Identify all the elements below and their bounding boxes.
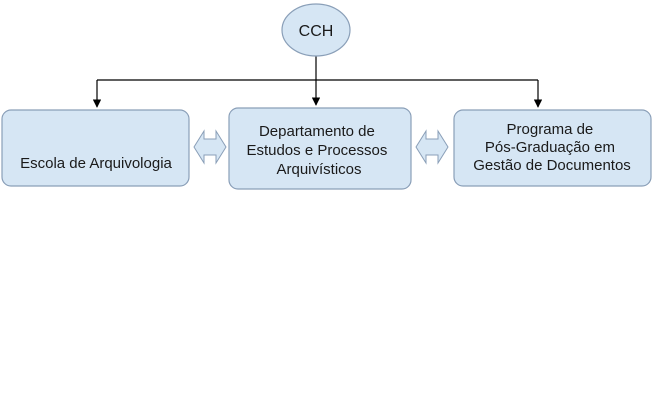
unit-departamento-line: Departamento de (259, 123, 375, 140)
unit-escola: Escola de Arquivologia (1, 109, 190, 187)
double-arrow-right (415, 129, 449, 165)
unit-programa-label: Programa de Pós-Graduação em Gestão de D… (473, 121, 631, 174)
unit-escola-label: Escola de Arquivologia (20, 155, 172, 172)
unit-programa-line: Programa de (507, 121, 594, 138)
unit-departamento-label: Departamento de Estudos e Processos Arqu… (246, 123, 391, 178)
unit-departamento-box (228, 107, 412, 190)
unit-departamento-line: Estudos e Processos (246, 142, 387, 159)
unit-programa-box (453, 109, 652, 187)
unit-escola-line: Escola de Arquivologia (20, 155, 172, 172)
unit-programa: Programa de Pós-Graduação em Gestão de D… (453, 109, 652, 187)
unit-escola-box (1, 109, 190, 187)
root-node-shape (281, 3, 351, 57)
double-arrow-left (193, 129, 227, 165)
unit-programa-line: Pós-Graduação em (485, 139, 615, 156)
unit-departamento: Departamento de Estudos e Processos Arqu… (228, 107, 412, 190)
root-node-label: CCH (299, 23, 334, 40)
unit-programa-line: Gestão de Documentos (473, 157, 631, 174)
unit-departamento-line: Arquivísticos (276, 161, 361, 178)
root-node: CCH (281, 3, 351, 57)
